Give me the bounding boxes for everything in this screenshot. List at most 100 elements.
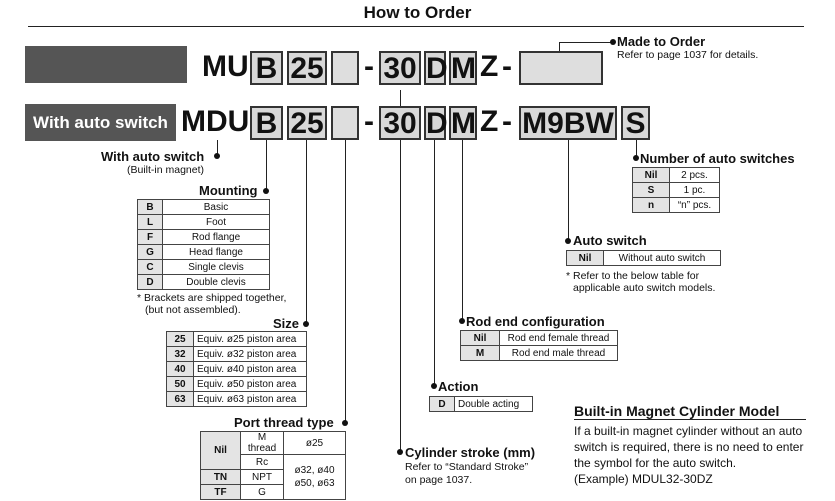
row1-grey-bar	[25, 46, 187, 83]
port-thread-label: Port thread type	[234, 415, 334, 430]
stroke-note-2: on page 1037.	[405, 474, 473, 486]
size-desc: Equiv. ø50 piston area	[193, 376, 307, 392]
size-desc: Equiv. ø63 piston area	[193, 391, 307, 407]
builtin-line-3: the symbol for the auto switch.	[574, 456, 737, 470]
row1-z: Z	[480, 50, 499, 83]
port-thread-table: Nil M thread ø25 Rc ø32, ø40 ø50, ø63 TN…	[200, 431, 346, 500]
row1-action-box: D	[424, 51, 448, 85]
switch-code: Nil	[566, 250, 604, 266]
row2-mount-box: B	[250, 106, 283, 140]
with-auto-switch-banner: With auto switch	[25, 104, 176, 141]
switch-connector	[568, 140, 569, 241]
action-code: D	[429, 396, 455, 412]
made-to-order-note: Refer to page 1037 for details.	[617, 49, 759, 61]
action-desc: Double acting	[454, 396, 533, 412]
builtin-magnet-title: Built-in Magnet Cylinder Model	[574, 403, 806, 420]
size-code: 40	[166, 361, 194, 377]
size-code: 50	[166, 376, 194, 392]
row1-mount-box: B	[250, 51, 283, 85]
row2-rod-box: M	[449, 106, 477, 140]
mount-code: L	[137, 214, 163, 230]
row2-z: Z	[480, 105, 499, 138]
row2-port-box	[331, 106, 359, 140]
rod-desc: Rod end male thread	[499, 345, 618, 361]
count-dot	[633, 155, 639, 161]
table-row: n“n” pcs.	[632, 197, 720, 213]
row1-rod-box: M	[449, 51, 477, 85]
port-other-2: ø50, ø63	[294, 478, 335, 489]
row2-action-box: D	[424, 106, 448, 140]
was-connector	[217, 140, 218, 156]
row1-prefix: MU	[202, 50, 249, 83]
made-to-order-label: Made to Order	[617, 34, 706, 49]
mounting-note-1: * Brackets are shipped together,	[137, 292, 287, 304]
action-connector	[434, 140, 435, 386]
mto-connector-h	[559, 42, 612, 43]
table-row: Rc ø32, ø40 ø50, ø63	[201, 454, 346, 500]
mount-desc: Double clevis	[162, 274, 270, 290]
stroke-dot	[397, 449, 403, 455]
switch-dot	[565, 238, 571, 244]
auto-switch-label: Auto switch	[573, 233, 647, 248]
size-label: Size	[273, 316, 300, 331]
stroke-note-1: Refer to “Standard Stroke”	[405, 461, 529, 473]
port-other-sizes: ø32, ø40 ø50, ø63	[283, 454, 346, 500]
size-desc: Equiv. ø32 piston area	[193, 346, 307, 362]
mount-dot	[263, 188, 269, 194]
mto-dot	[610, 39, 616, 45]
mount-code: F	[137, 229, 163, 245]
stroke-link	[400, 90, 401, 106]
size-connector	[306, 140, 307, 324]
mount-desc: Rod flange	[162, 229, 270, 245]
row1-dash2: -	[502, 50, 512, 83]
row2-dash1: -	[364, 105, 374, 138]
mount-desc: Foot	[162, 214, 270, 230]
size-code: 63	[166, 391, 194, 407]
port-code: TF	[200, 484, 241, 500]
rod-dot	[459, 318, 465, 324]
row1-port-box	[331, 51, 359, 85]
mount-desc: Single clevis	[162, 259, 270, 275]
count-desc: 1 pc.	[669, 182, 720, 198]
port-code: TN	[200, 469, 241, 485]
mount-desc: Basic	[162, 199, 270, 215]
with-auto-switch-label: With auto switch	[101, 149, 205, 164]
mounting-note-2: (but not assembled).	[145, 304, 241, 316]
count-code: n	[632, 197, 670, 213]
count-desc: “n” pcs.	[669, 197, 720, 213]
table-row: TN NPT	[200, 469, 346, 485]
size-desc: Equiv. ø25 piston area	[193, 331, 307, 347]
port-thread: G	[240, 484, 284, 500]
builtin-line-4: (Example) MDUL32-30DZ	[574, 472, 713, 486]
row2-size-box: 25	[287, 106, 327, 140]
row1-stroke-box: 30	[379, 51, 421, 85]
mto-connector-v	[559, 42, 560, 51]
with-auto-switch-note: (Built-in magnet)	[127, 164, 205, 176]
builtin-line-2: switch is required, there is no need to …	[574, 440, 804, 454]
mounting-label: Mounting	[199, 183, 258, 198]
auto-switch-note-1: * Refer to the below table for	[566, 270, 700, 282]
port-thread: NPT	[240, 469, 284, 485]
port-connector	[345, 140, 346, 423]
count-code: Nil	[632, 167, 670, 183]
size-dot	[303, 321, 309, 327]
port-header-d25: ø25	[283, 431, 346, 455]
port-thread: Rc	[240, 454, 284, 470]
row1-size-box: 25	[287, 51, 327, 85]
stroke-label: Cylinder stroke (mm)	[405, 445, 536, 460]
made-to-order-box	[519, 51, 603, 85]
row2-switch-box: M9BW	[519, 106, 617, 140]
